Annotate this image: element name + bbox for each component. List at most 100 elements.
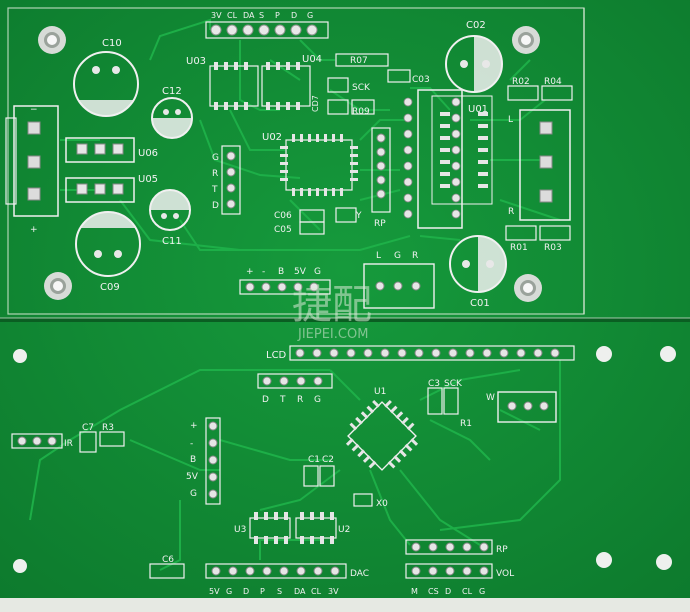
label-u02: U02: [262, 132, 282, 143]
header-pin-label-0: 3V: [211, 11, 222, 20]
label-lgr-g: G: [394, 251, 401, 261]
dac-pin-label-6: CL: [311, 587, 322, 596]
label-cd7: CD7: [311, 95, 320, 112]
ic-u01: [403, 89, 493, 229]
label-side-5v: 5V: [186, 472, 199, 482]
vol-pin-label-0: M: [411, 587, 418, 596]
label-dtrg-d: D: [262, 395, 269, 405]
label-r01: R01: [510, 243, 528, 253]
header-lcd: [289, 345, 575, 361]
label-r1: R1: [460, 419, 472, 429]
regulator-u06: [65, 137, 135, 163]
dac-pin-label-1: G: [226, 587, 232, 596]
header-top-connector: [205, 21, 329, 39]
passives-top: [299, 53, 573, 241]
label-side-g: G: [190, 489, 197, 499]
label-lcd: LCD: [266, 350, 287, 361]
header-dtrg: [257, 373, 333, 389]
label-c12: C12: [162, 86, 182, 97]
vol-pin-label-4: G: [479, 587, 485, 596]
label-vol: VOL: [496, 569, 514, 579]
label-l: L: [508, 115, 513, 125]
header-w: [497, 391, 557, 423]
label-c6: C6: [162, 555, 174, 565]
mounting-holes: [13, 26, 676, 573]
header-rp-top: [371, 127, 391, 213]
label-c06: C06: [274, 211, 292, 221]
label-r09: R09: [352, 107, 370, 117]
label-u05: U05: [138, 174, 158, 185]
label-lgr-l: L: [376, 251, 381, 261]
terminal-block-right: [519, 109, 571, 221]
capacitor-c12: [151, 97, 193, 139]
label-pwr-g: G: [314, 267, 321, 277]
header-side-power: [205, 417, 221, 505]
dac-pin-label-4: S: [277, 587, 282, 596]
label-dtrg-t: T: [279, 395, 286, 405]
label-side-minus: -: [190, 439, 193, 449]
header-dac: [205, 563, 347, 579]
vol-pin-labels: M CS D CL G: [411, 587, 485, 596]
vol-pin-label-3: CL: [462, 587, 473, 596]
label-w: W: [486, 393, 495, 403]
label-c02: C02: [466, 20, 486, 31]
label-grtd-t: T: [211, 185, 218, 195]
watermark: 捷配 JIEPEI.COM: [292, 282, 372, 342]
label-u01: U01: [468, 104, 488, 115]
label-rp-bottom: RP: [496, 545, 508, 555]
label-grtd-g: G: [212, 153, 219, 163]
dac-pin-label-0: 5V: [209, 587, 220, 596]
label-r02: R02: [512, 77, 530, 87]
label-pwr-minus: -: [262, 267, 265, 277]
passives-bottom: [79, 387, 459, 579]
ic-u3: [249, 512, 291, 544]
label-side-plus: +: [190, 421, 198, 431]
ic-u04: [261, 62, 311, 110]
traces-bottom: [29, 360, 561, 571]
label-u03: U03: [186, 56, 206, 67]
vol-pin-label-2: D: [445, 587, 451, 596]
header-pin-label-3: S: [259, 11, 264, 20]
label-grtd-d: D: [212, 201, 219, 211]
header-pin-label-4: P: [275, 11, 280, 20]
label-c3: C3: [428, 379, 440, 389]
label-rp-top: RP: [374, 219, 386, 229]
label-u1: U1: [374, 387, 386, 397]
label-x0: X0: [376, 499, 388, 509]
label-r3: R3: [102, 423, 114, 433]
label-lgr-r: R: [412, 251, 418, 261]
label-r04: R04: [544, 77, 562, 87]
label-side-b: B: [190, 455, 196, 465]
ic-u2: [295, 512, 337, 544]
capacitor-c01: [449, 235, 507, 293]
label-r: R: [508, 207, 514, 217]
label-dac: DAC: [350, 569, 369, 579]
label-dtrg-r: R: [297, 395, 303, 405]
label-c09: C09: [100, 282, 120, 293]
label-pwr-5v: 5V: [294, 267, 307, 277]
label-u06: U06: [138, 148, 158, 159]
ic-u1: [345, 399, 419, 471]
dac-pin-label-2: D: [243, 587, 249, 596]
capacitor-c09: [75, 211, 141, 277]
label-minus: −: [30, 105, 38, 115]
label-u04: U04: [302, 54, 322, 65]
vol-pin-label-1: CS: [428, 587, 439, 596]
label-sck-top: SCK: [352, 83, 371, 93]
label-r07: R07: [350, 56, 368, 66]
label-ir: IR: [64, 439, 73, 449]
connector-lgr: [363, 263, 435, 309]
label-c2: C2: [322, 455, 334, 465]
watermark-cn: 捷配: [292, 282, 372, 328]
header-pin-label-2: DA: [243, 11, 255, 20]
dac-pin-label-3: P: [260, 587, 265, 596]
ic-u03: [209, 62, 259, 110]
label-c1: C1: [308, 455, 320, 465]
header-grtd: [221, 145, 241, 215]
label-dtrg-g: G: [314, 395, 321, 405]
dac-pin-label-5: DA: [294, 587, 306, 596]
watermark-en: JIEPEI.COM: [297, 327, 368, 342]
ic-u02: [280, 134, 358, 196]
